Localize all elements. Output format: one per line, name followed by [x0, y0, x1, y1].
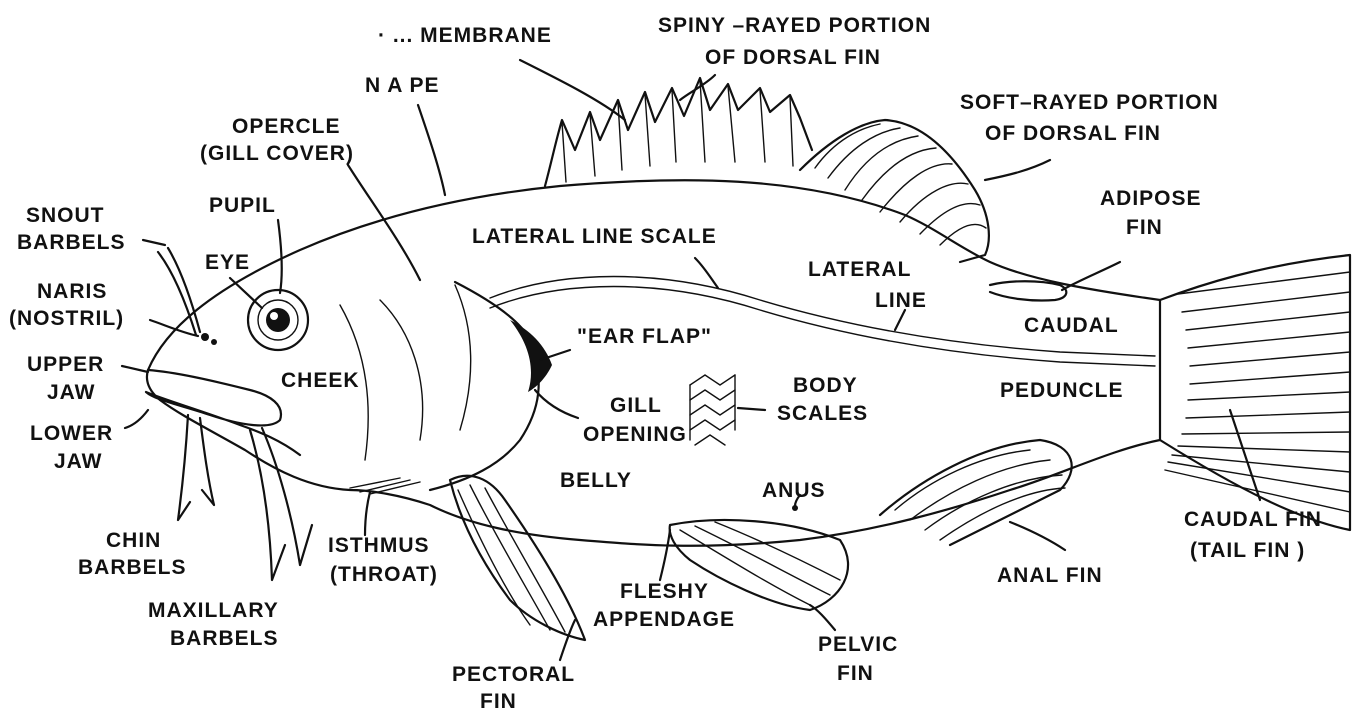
label-adipose-fin-line1: ADIPOSE	[1100, 187, 1202, 210]
nostril-dot	[201, 333, 209, 341]
label-spiny-dorsal-line2: OF DORSAL FIN	[705, 46, 881, 69]
label-lateral-line-line1: LATERAL	[808, 258, 911, 281]
label-body-scales-line1: BODY	[793, 374, 858, 397]
label-eye: EYE	[205, 251, 250, 274]
label-caudal-peduncle-line2: PEDUNCLE	[1000, 379, 1124, 402]
caudal-fin	[1160, 255, 1350, 530]
label-snout-barbels-line2: BARBELS	[17, 231, 126, 254]
label-chin-barbels-line2: BARBELS	[78, 556, 187, 579]
soft-dorsal-fin	[800, 120, 989, 262]
label-anal-fin: ANAL FIN	[997, 564, 1103, 587]
label-fleshy-appendage-line2: APPENDAGE	[593, 608, 735, 631]
label-gill-opening-line2: OPENING	[583, 423, 687, 446]
label-isthmus-line1: ISTHMUS	[328, 534, 430, 557]
label-nape: N A PE	[365, 74, 439, 97]
label-opercle-line1: OPERCLE	[232, 115, 341, 138]
label-anus: ANUS	[762, 479, 826, 502]
label-spiny-dorsal-line1: SPINY –RAYED PORTION	[658, 14, 931, 37]
labels: · ... MEMBRANE SPINY –RAYED PORTION OF D…	[9, 14, 1322, 711]
label-adipose-fin-line2: FIN	[1126, 216, 1163, 239]
label-membrane: · ... MEMBRANE	[378, 24, 552, 47]
label-upper-jaw-line1: UPPER	[27, 353, 104, 376]
label-soft-dorsal-line2: OF DORSAL FIN	[985, 122, 1161, 145]
label-naris-line2: (NOSTRIL)	[9, 307, 124, 330]
label-body-scales-line2: SCALES	[777, 402, 868, 425]
label-pelvic-fin-line1: PELVIC	[818, 633, 898, 656]
label-pectoral-fin-line2: FIN	[480, 690, 517, 711]
label-caudal-peduncle-line1: CAUDAL	[1024, 314, 1119, 337]
label-maxillary-barbels-line2: BARBELS	[170, 627, 279, 650]
label-chin-barbels-line1: CHIN	[106, 529, 161, 552]
label-isthmus-line2: (THROAT)	[330, 563, 438, 586]
snout-barbels-drawing	[158, 248, 200, 335]
label-lateral-line-scale: LATERAL LINE SCALE	[472, 225, 717, 248]
label-upper-jaw-line2: JAW	[47, 381, 96, 404]
label-naris-line1: NARIS	[37, 280, 107, 303]
label-caudal-fin-line1: CAUDAL FIN	[1184, 508, 1322, 531]
label-maxillary-barbels-line1: MAXILLARY	[148, 599, 279, 622]
label-soft-dorsal-line1: SOFT–RAYED PORTION	[960, 91, 1219, 114]
isthmus-shading	[350, 478, 420, 494]
label-snout-barbels-line1: SNOUT	[26, 204, 105, 227]
label-ear-flap: "EAR FLAP"	[577, 325, 712, 348]
body-scales-patch	[690, 375, 735, 445]
label-lower-jaw-line1: LOWER	[30, 422, 113, 445]
label-opercle-line2: (GILL COVER)	[200, 142, 354, 165]
label-belly: BELLY	[560, 469, 632, 492]
ear-flap-shape	[510, 320, 552, 392]
label-lower-jaw-line2: JAW	[54, 450, 103, 473]
label-pectoral-fin-line1: PECTORAL	[452, 663, 575, 686]
anal-fin	[880, 440, 1072, 545]
eye-drawing	[248, 290, 308, 350]
label-cheek: CHEEK	[281, 369, 360, 392]
pectoral-fin	[450, 476, 585, 640]
label-pelvic-fin-line2: FIN	[837, 662, 874, 685]
gill-cover-line	[430, 282, 539, 490]
adipose-fin	[990, 281, 1066, 300]
maxillary-barbels-drawing	[250, 428, 312, 580]
label-lateral-line-line2: LINE	[875, 289, 927, 312]
label-caudal-fin-line2: (TAIL FIN )	[1190, 539, 1305, 562]
nostril-dot	[211, 339, 217, 345]
label-pupil: PUPIL	[209, 194, 276, 217]
label-fleshy-appendage-line1: FLESHY	[620, 580, 709, 603]
mouth-jaws	[146, 370, 300, 455]
label-gill-opening-line1: GILL	[610, 394, 662, 417]
